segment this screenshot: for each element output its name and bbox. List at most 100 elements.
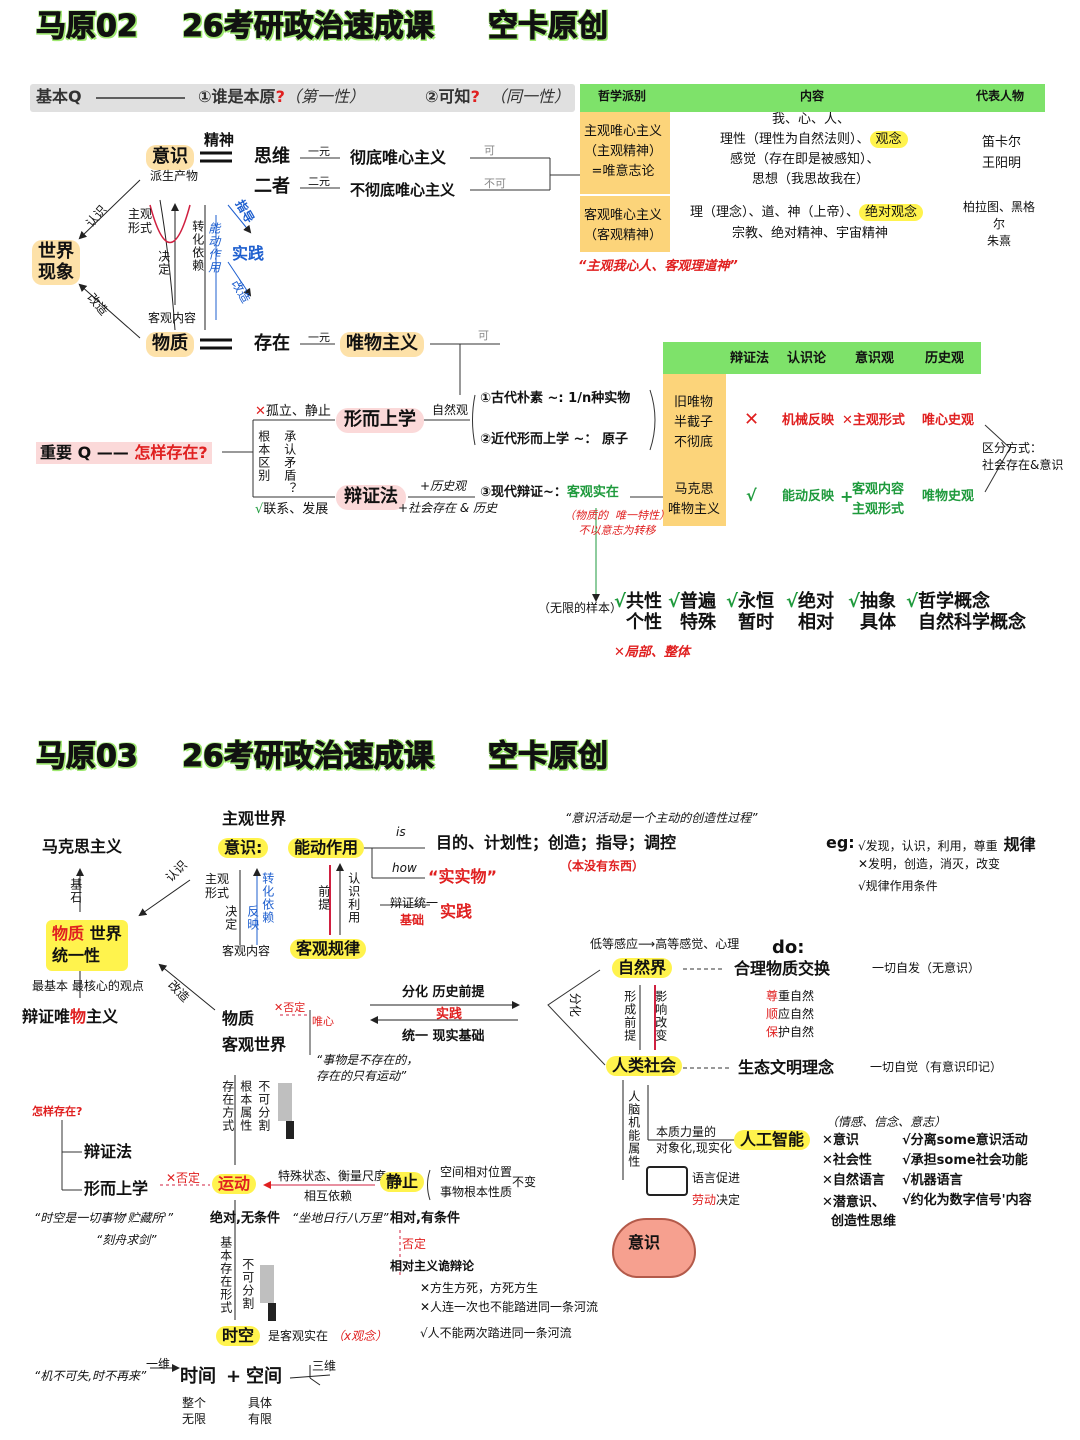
qinggan-label: （情感、信念、意志）	[826, 1115, 947, 1129]
yuyan-label: 语言促进	[692, 1171, 741, 1185]
ziranguan-label: 自然观	[432, 403, 469, 417]
table2-header-1: 辩证法	[730, 351, 770, 366]
mude-text: 目的、计划性；创造；指导；调控	[436, 833, 677, 852]
shengtai-text: 生态文明理念	[738, 1058, 835, 1077]
page1-title-a: 马原02	[36, 9, 139, 44]
teshu-label: 特殊状态、衡量尺度	[278, 1169, 387, 1183]
juedui-label: 绝对,无条件	[210, 1211, 280, 1226]
brain-icon	[612, 1218, 696, 1278]
buchedi-weixin: 不彻底唯心主义	[350, 181, 456, 199]
weiwu-node: 唯物主义	[340, 332, 424, 357]
table1-content-2b: 宗教、绝对精神、宇宙精神	[732, 226, 889, 241]
bukefenge-1: 不可分割	[256, 1080, 271, 1132]
heli-text: 合理物质交换	[734, 959, 831, 978]
table1-content-2a: 理（理念）、道、神（上帝）、绝对观念	[690, 204, 924, 221]
shijian-label: 实践	[232, 244, 265, 263]
table1-content-1b: 理性（理性为自然法则）、观念	[720, 131, 908, 148]
eryuan-label: 二元	[308, 175, 330, 188]
table1-header-people: 代表人物	[976, 89, 1025, 103]
benzhi-label: 本质力量的 对象化,现实化	[656, 1125, 732, 1156]
zuodi-quote: “坐地日行八万里”	[292, 1211, 389, 1225]
fanying-label: 反映	[245, 905, 260, 931]
bianzheng-tongyi: 辩证统一	[390, 896, 439, 910]
zunzhong-text: 尊重自然	[766, 989, 815, 1003]
table1-people-1: 笛卡尔 王阳明	[982, 135, 1022, 171]
xianghu-label: 相互依赖	[304, 1189, 353, 1203]
table2-zhuguanxs: ✕主观形式	[842, 413, 905, 428]
table2-check: √	[746, 486, 757, 505]
page2-title-a: 马原03	[36, 739, 139, 774]
xiangdui-label: 相对,有条件	[390, 1211, 460, 1226]
bzwwzy-node: 辩证唯物主义	[22, 1007, 119, 1026]
lishiguan-label: +历史观	[420, 479, 467, 493]
jibushi-quote: “机不可失,时不再来”	[34, 1369, 147, 1383]
zhuanhua-label-2: 转化依赖	[260, 872, 275, 924]
keguan-neirong-2: 客观内容	[222, 944, 271, 958]
sanwei-label: 三维	[312, 1359, 337, 1373]
weixin-label-2: 唯心	[312, 1015, 334, 1028]
shiwu-genben: 事物根本性质	[440, 1185, 513, 1199]
zenyang-2: 怎样存在?	[32, 1105, 83, 1118]
cunzai-node: 存在	[254, 333, 290, 354]
chengren-maodun: 承认矛盾？	[282, 430, 297, 495]
page1-title-b: 26考研政治速成课	[182, 9, 435, 44]
page1-title-c: 空卡原创	[488, 9, 609, 44]
didi-label: 低等感应⟶高等感觉、心理	[590, 937, 740, 951]
juti-label: 具体 有限	[248, 1396, 273, 1426]
xiandai-line: ③现代辩证~：客观实在	[480, 485, 619, 500]
pair-2: √普遍 特殊	[668, 591, 717, 633]
zhuguan-xingshi-2: 主观 形式	[205, 872, 230, 900]
world-node: 世界 现象	[32, 240, 80, 286]
table2-qufen: 区分方式： 社会存在&意识	[982, 441, 1064, 472]
eg-line-2: ✕发明，创造，消灭，改变	[858, 857, 1001, 871]
tongyi-node: 物质 世界统一性	[46, 920, 128, 971]
gudai-line: ①古代朴素 ~: 1/n种实物	[480, 391, 631, 406]
shishiwu-text: “实实物”	[428, 867, 498, 886]
pair-5: √抽象 具体	[848, 591, 897, 633]
fenhua-label: 分化	[567, 992, 582, 1017]
pair-1: √共性 个性	[614, 591, 663, 633]
eg-line-1: √发现，认识，利用，尊重规律	[858, 835, 1036, 854]
table2-jixie: 机械反映	[782, 413, 835, 428]
yundong-node: 运动	[212, 1174, 257, 1195]
yishi-node-3: 意识	[628, 1233, 661, 1252]
ai-right-4: √约化为数字信号'内容	[902, 1193, 1032, 1208]
nengdong-node: 能动作用	[288, 838, 365, 859]
laodong-label: 劳动决定	[692, 1193, 741, 1207]
page2-title-b: 26考研政治速成课	[182, 739, 435, 774]
makesi-node: 马克思主义	[42, 837, 123, 856]
table1-school-1: 主观唯心主义 （主观精神） =唯意志论	[584, 124, 663, 180]
basic-q1: ①谁是本原?（第一性）	[198, 87, 365, 106]
pair-4: √绝对 相对	[786, 591, 835, 633]
jueding-label-2: 决定	[223, 905, 238, 931]
fenhua-lishi: 分化 历史前提	[402, 985, 485, 1000]
genben-qubie: 根本区别	[256, 430, 271, 482]
qianti-label: 前提	[316, 885, 331, 911]
guilv-node: 客观规律	[290, 939, 367, 960]
guli-jingzhi: ✕孤立、静止	[255, 404, 331, 419]
table2-weiwu: 唯物史观	[922, 489, 975, 504]
shikong-node: 时空	[216, 1326, 261, 1347]
shunying-text: 顺应自然	[766, 1007, 815, 1021]
table1-header-school: 哲学派别	[598, 89, 647, 103]
kongjian-node: 空间	[246, 1366, 282, 1387]
kezhou-quote: “刻舟求剑”	[96, 1233, 157, 1247]
fouding-label-1: ✕否定	[274, 1001, 306, 1014]
plus-sign: +	[226, 1366, 242, 1387]
shikong-quote-1: “时空是一切事物'贮藏所'”	[34, 1211, 174, 1225]
xingershang-node: 形而上学	[336, 408, 424, 433]
jingzhi-node: 静止	[380, 1172, 425, 1193]
table2-header-2: 认识论	[787, 351, 827, 366]
table2-weixin: 唯心史观	[922, 413, 975, 428]
xingcheng-label: 形成前提	[622, 990, 637, 1042]
table1-people-2: 柏拉图、黑格 尔 朱熹	[963, 200, 1036, 248]
quote-text: “意识活动是一个主动的创造性过程”	[565, 811, 758, 825]
jichu-label: 基础	[400, 913, 425, 927]
jiben-cunzai: 基本存在形式	[218, 1236, 233, 1314]
table1-school-2: 客观唯心主义 （客观精神）	[584, 208, 663, 244]
zhuguan-shijie: 主观世界	[222, 809, 287, 828]
ai-right-2: √承担some社会功能	[902, 1153, 1028, 1168]
ke-label: 可	[484, 144, 495, 157]
rennao-label: 人脑机能属性	[626, 1090, 641, 1168]
